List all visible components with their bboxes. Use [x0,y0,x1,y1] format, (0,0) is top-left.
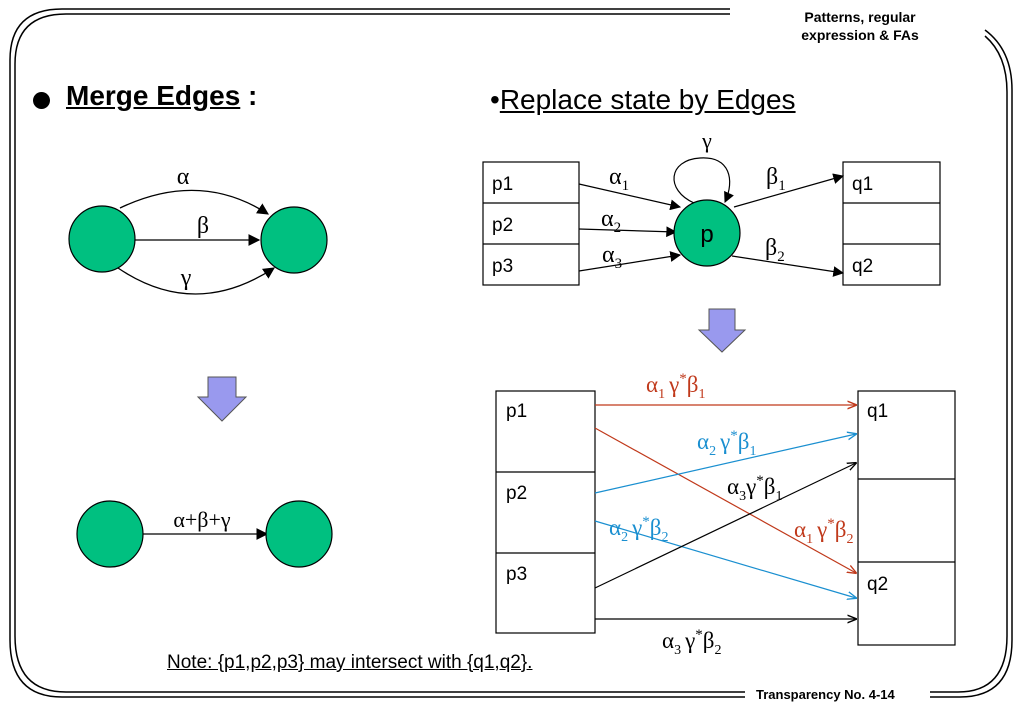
edge-beta2 [731,255,845,277]
result-edge-p3-q1 [594,463,856,589]
out-label-2: β2 [765,235,785,265]
right-title: Replace state by Edges [499,84,796,115]
result-in-p3: p3 [506,564,527,585]
left-node-a [68,205,136,273]
edge-beta-label: β [197,213,209,239]
result-label-3: α3γ*β1 [727,473,782,504]
center-state-label: p [700,221,713,248]
result-edge-p2-q2 [594,520,856,598]
result-in-table [495,390,596,634]
in-label-3: α3 [602,242,622,272]
header-line-2: expression & FAs [801,27,919,43]
result-in-p2: p2 [506,483,527,504]
edge-gamma [117,267,275,295]
in-state-p2: p2 [492,215,513,236]
result-out-q2: q2 [867,574,888,595]
left-title-suffix: : [240,80,258,111]
header-text: Patterns, regular expression & FAs [760,8,960,44]
edge-gamma-label: γ [180,265,192,291]
header-line-1: Patterns, regular [804,9,916,25]
note-text: Note: {p1,p2,p3} may intersect with {q1,… [167,652,533,673]
edge-alpha3 [578,251,682,272]
in-states-table [482,161,580,286]
in-state-p1: p1 [492,174,513,195]
edge-beta1 [733,173,845,208]
edge-alpha1 [578,183,682,211]
center-state-p [673,199,741,267]
edge-alpha [119,189,269,215]
down-arrow-right [697,308,747,353]
right-title-bullet: • [490,84,500,115]
left-title: Merge Edges [66,80,241,111]
result-in-p1: p1 [506,401,527,422]
result-out-table [857,390,956,646]
merged-node-a [76,500,144,568]
out-state-q2: q2 [852,256,873,277]
down-arrow-left [196,376,248,422]
out-label-1: β1 [766,164,786,194]
bullet-dot [33,92,50,110]
right-title-group: •Replace state by Edges [490,84,796,116]
self-loop-label: γ [701,128,712,153]
in-label-2: α2 [601,206,621,236]
edge-alpha-label: α [177,164,190,190]
left-node-b [260,206,328,274]
in-state-p3: p3 [492,256,513,277]
result-out-q1: q1 [867,401,888,422]
out-state-q1: q1 [852,174,873,195]
result-edge-p1-q2 [594,427,856,573]
merged-label: α+β+γ [173,507,231,532]
edge-alpha2 [578,226,678,238]
in-label-1: α1 [609,164,629,194]
result-edge-p2-q1 [594,434,856,494]
self-loop-gamma [673,157,734,204]
footer-label: Transparency No. 4-14 [752,687,899,702]
left-title-group: Merge Edges : [33,80,257,112]
merged-node-b [265,500,333,568]
out-states-table [842,161,941,286]
